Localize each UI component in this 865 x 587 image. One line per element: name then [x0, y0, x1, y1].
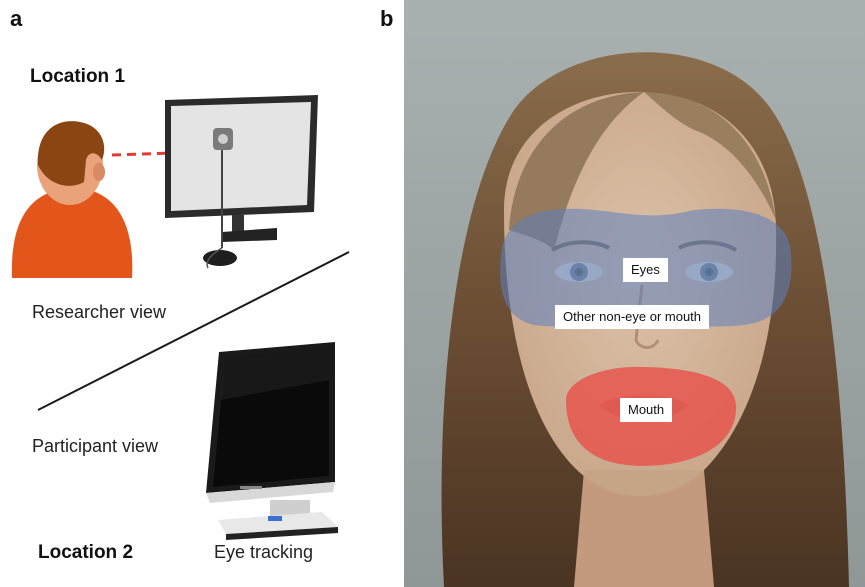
- mouth-label: Mouth: [620, 398, 673, 422]
- location-2-label: Location 2: [38, 542, 134, 563]
- panel-a-letter: a: [10, 6, 23, 31]
- researcher-view-label: Researcher view: [32, 302, 167, 322]
- divider-line: [37, 251, 350, 411]
- location-1-label: Location 1: [30, 66, 126, 87]
- participant-monitor: [206, 342, 338, 540]
- face-photo: Eyes Other non-eye or mouth Mouth: [404, 0, 865, 587]
- panel-a-illustration: [11, 95, 350, 540]
- participant-view-label: Participant view: [32, 436, 159, 456]
- eyes-label: Eyes: [623, 258, 668, 282]
- other-region-label: Other non-eye or mouth: [555, 305, 710, 329]
- researcher-monitor: [165, 95, 318, 269]
- panel-b-letter: b: [380, 6, 394, 31]
- face-illustration: [404, 0, 865, 587]
- researcher-figure: [11, 121, 133, 278]
- eye-tracking-label: Eye tracking: [214, 542, 314, 562]
